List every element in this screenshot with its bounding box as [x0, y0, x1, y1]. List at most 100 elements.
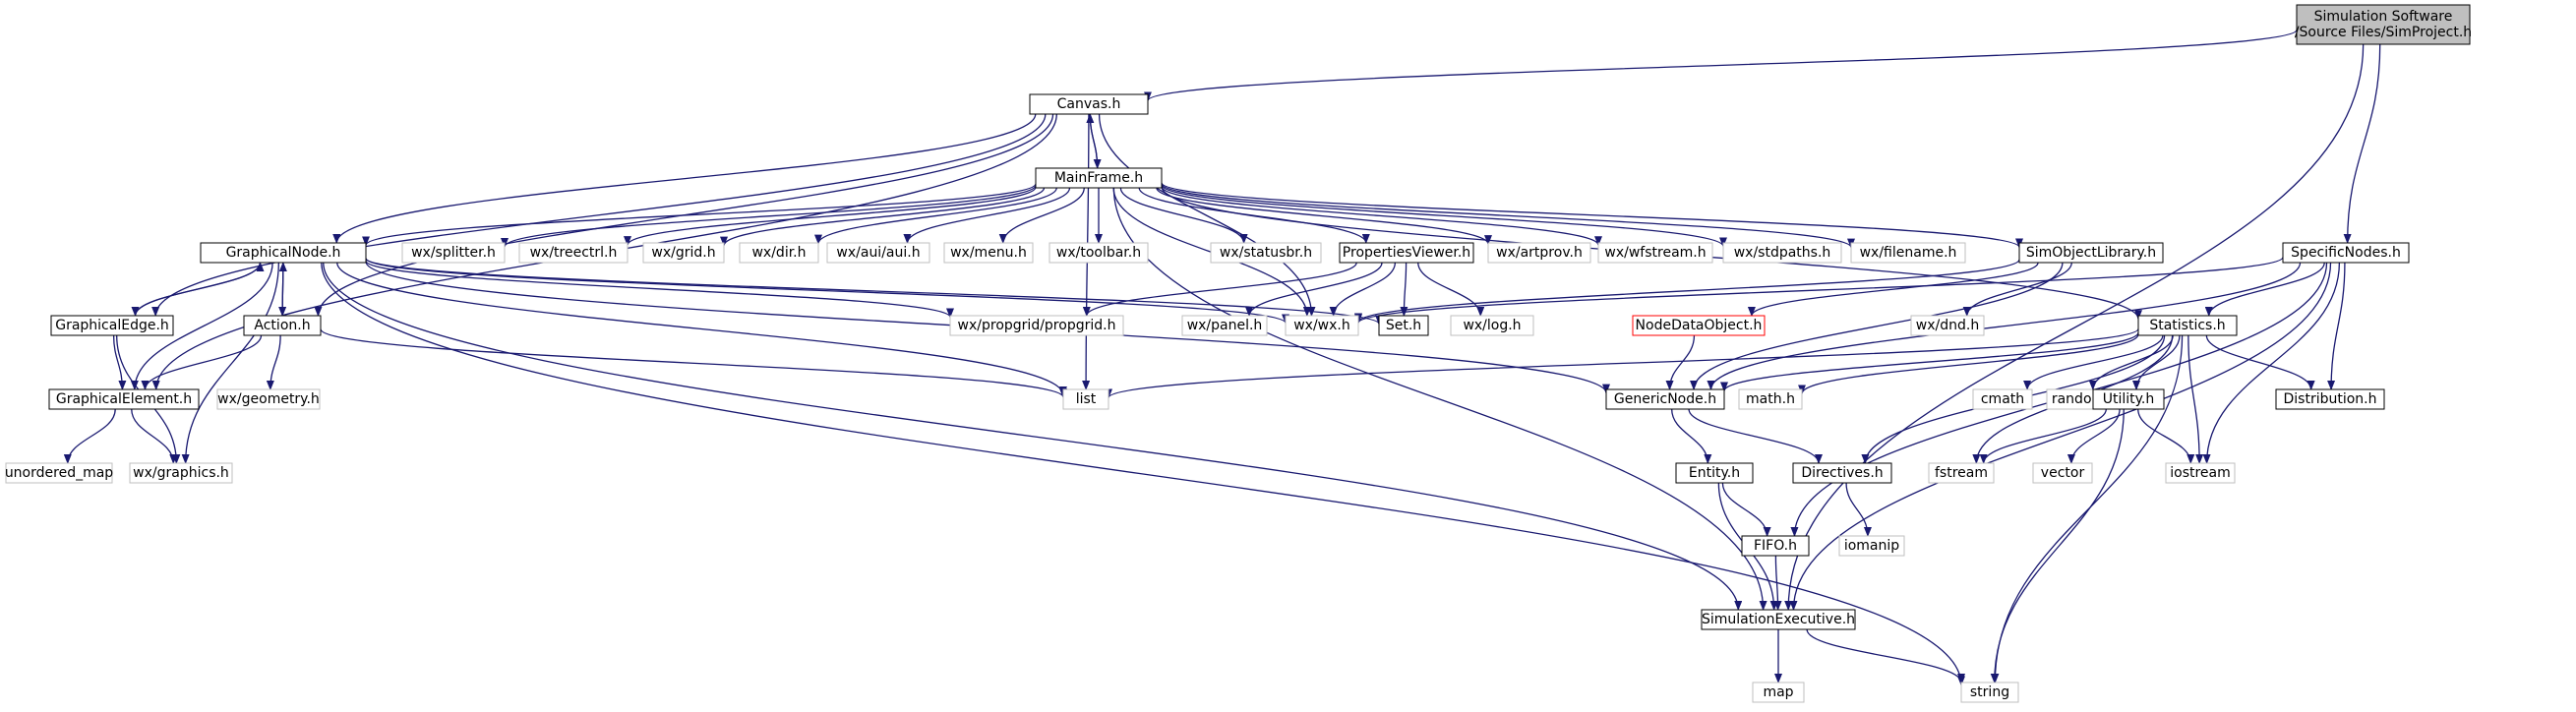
- node-genericnode[interactable]: GenericNode.h: [1605, 388, 1725, 410]
- node-genericnode-box: [1605, 388, 1725, 410]
- node-distribution[interactable]: Distribution.h: [2275, 388, 2385, 410]
- node-directives[interactable]: Directives.h: [1792, 462, 1892, 484]
- node-cmath-box: [1972, 388, 2033, 410]
- node-entity-label: Entity.h: [1689, 465, 1740, 481]
- edge-genericnode-to-directives: [1688, 408, 1823, 464]
- node-wxgraphics-box: [129, 462, 233, 484]
- node-wxdnd-label: wx/dnd.h: [1916, 318, 1979, 333]
- node-mainframe-box: [1035, 167, 1163, 189]
- edge-mainframe-to-wxaui: [903, 187, 1071, 244]
- node-wxfilename: wx/filename.h: [1850, 242, 1966, 264]
- node-map-box: [1752, 682, 1805, 703]
- edge-simobjectlibrary-to-wxwx: [1354, 259, 2020, 324]
- node-wxwx: wx/wx.h: [1285, 315, 1359, 336]
- node-wxpropgrid-label: wx/propgrid/propgrid.h: [958, 318, 1116, 333]
- node-mathh-box: [1738, 388, 1803, 410]
- edge-statistics-to-utility: [2132, 334, 2181, 390]
- node-statistics[interactable]: Statistics.h: [2137, 315, 2238, 336]
- node-wxartprov: wx/artprov.h: [1487, 242, 1591, 264]
- node-propertiesviewer-box: [1339, 242, 1474, 264]
- edge-utility-to-fstream: [1979, 408, 2107, 464]
- node-wxlog-box: [1450, 315, 1534, 336]
- node-iomanip-label: iomanip: [1844, 538, 1899, 554]
- edge-graphicalnode-to-wxwx: [365, 258, 1289, 325]
- node-wxstdpaths-label: wx/stdpaths.h: [1734, 245, 1831, 261]
- node-utility[interactable]: Utility.h: [2092, 388, 2165, 410]
- edge-simproject-to-specificnodes: [2343, 43, 2381, 244]
- node-cmath-label: cmath: [1981, 391, 2024, 407]
- edge-statistics-to-distribution: [2205, 334, 2315, 390]
- node-simproject[interactable]: Simulation Software/Source Files/SimProj…: [2295, 4, 2472, 45]
- edge-canvas-to-graphicaledge: [151, 113, 1047, 317]
- node-propertiesviewer[interactable]: PropertiesViewer.h: [1339, 242, 1474, 264]
- node-canvas-label: Canvas.h: [1057, 96, 1121, 112]
- node-string: string: [1960, 682, 2019, 703]
- node-simexec[interactable]: SimulationExecutive.h: [1701, 609, 1856, 630]
- node-graphicalnode[interactable]: GraphicalNode.h: [200, 242, 367, 264]
- node-directives-label: Directives.h: [1801, 465, 1883, 481]
- node-list: list: [1062, 388, 1109, 410]
- node-nodedataobject-label: NodeDataObject.h: [1636, 318, 1763, 333]
- edge-statistics-to-random: [2088, 334, 2174, 390]
- edge-action-to-graphicalnode: [278, 262, 287, 317]
- node-nodedataobject[interactable]: NodeDataObject.h: [1632, 315, 1766, 336]
- node-fstream-label: fstream: [1935, 465, 1988, 481]
- node-specificnodes[interactable]: SpecificNodes.h: [2282, 242, 2410, 264]
- node-simproject-box: [2296, 4, 2471, 45]
- node-graphicalnode-box: [200, 242, 367, 264]
- node-simobjectlibrary-label: SimObjectLibrary.h: [2026, 245, 2156, 261]
- node-wxaui-label: wx/aui/aui.h: [836, 245, 920, 261]
- edge-utility-to-iostream: [2137, 408, 2195, 464]
- node-wxtoolbar-label: wx/toolbar.h: [1056, 245, 1141, 261]
- node-iostream-label: iostream: [2170, 465, 2231, 481]
- node-wxwfstream-box: [1597, 242, 1713, 264]
- node-wxmenu-label: wx/menu.h: [950, 245, 1027, 261]
- node-nodedataobject-box: [1632, 315, 1766, 336]
- node-utility-label: Utility.h: [2103, 391, 2155, 407]
- node-wxmenu: wx/menu.h: [943, 242, 1034, 264]
- node-wxsplitter-box: [401, 242, 506, 264]
- node-canvas[interactable]: Canvas.h: [1029, 93, 1149, 115]
- node-fifo[interactable]: FIFO.h: [1741, 535, 1810, 557]
- node-simobjectlibrary[interactable]: SimObjectLibrary.h: [2018, 242, 2164, 264]
- node-simobjectlibrary-box: [2018, 242, 2164, 264]
- edge-mainframe-to-wxstdpaths: [1161, 184, 1727, 248]
- node-wxtoolbar-box: [1048, 242, 1149, 264]
- node-vector: vector: [2032, 462, 2093, 484]
- edge-graphicalnode-to-wxgraphics: [181, 262, 280, 464]
- node-iostream-box: [2165, 462, 2236, 484]
- node-mainframe[interactable]: MainFrame.h: [1035, 167, 1163, 189]
- node-propertiesviewer-label: PropertiesViewer.h: [1343, 245, 1470, 261]
- node-fstream-box: [1928, 462, 1995, 484]
- node-wxgraphics-label: wx/graphics.h: [133, 465, 229, 481]
- node-wxlog-label: wx/log.h: [1463, 318, 1521, 333]
- nodes: Simulation Software/Source Files/SimProj…: [5, 4, 2472, 703]
- node-iomanip: iomanip: [1838, 535, 1905, 557]
- node-wxwfstream: wx/wfstream.h: [1597, 242, 1713, 264]
- node-canvas-box: [1029, 93, 1149, 115]
- node-wxfilename-box: [1850, 242, 1966, 264]
- node-action[interactable]: Action.h: [243, 315, 322, 336]
- node-wxpanel: wx/panel.h: [1181, 315, 1268, 336]
- node-list-box: [1062, 388, 1109, 410]
- node-seth[interactable]: Set.h: [1378, 315, 1429, 336]
- node-statistics-box: [2137, 315, 2238, 336]
- edge-graphicalnode-to-seth: [365, 257, 1383, 326]
- edge-mainframe-to-wxdir: [814, 187, 1057, 245]
- node-fstream: fstream: [1928, 462, 1995, 484]
- node-wxsplitter-label: wx/splitter.h: [411, 245, 496, 261]
- node-wxgeometry-label: wx/geometry.h: [217, 391, 320, 407]
- node-wxgeometry-box: [216, 388, 321, 410]
- edges: [63, 29, 2381, 686]
- node-simexec-box: [1701, 609, 1856, 630]
- node-wxdir-label: wx/dir.h: [751, 245, 806, 261]
- edge-graphicalnode-to-simexec: [323, 262, 1743, 611]
- node-graphicalelement[interactable]: GraphicalElement.h: [48, 388, 200, 410]
- edge-simobjectlibrary-to-genericnode: [1690, 262, 2064, 390]
- node-vector-label: vector: [2041, 465, 2085, 481]
- edge-propertiesviewer-to-wxpanel: [1245, 262, 1383, 317]
- node-entity[interactable]: Entity.h: [1675, 462, 1754, 484]
- edge-canvas-to-wxwx: [1098, 113, 1316, 317]
- node-mainframe-label: MainFrame.h: [1054, 170, 1143, 186]
- node-graphicaledge[interactable]: GraphicalEdge.h: [50, 315, 174, 336]
